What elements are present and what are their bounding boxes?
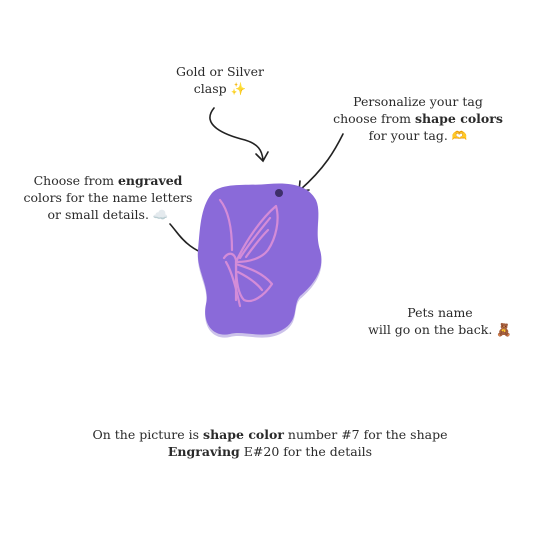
arrow-clasp-head — [255, 151, 269, 163]
shape-line2-bold: shape colors — [414, 111, 503, 126]
bottom-line2-post: E#20 for the details — [239, 444, 373, 459]
bottom-line2: Engraving E#20 for the details — [60, 443, 480, 460]
engraved-line2: colors for the name letters — [23, 190, 193, 205]
bottom-line1-pre: On the picture is — [92, 427, 204, 442]
engraved-line1-bold: engraved — [117, 173, 183, 188]
engraved-line1: Choose from engraved — [18, 172, 198, 189]
pet-tag — [197, 183, 322, 338]
arrow-clasp — [209, 107, 264, 161]
shape-line2: choose from shape colors — [318, 110, 518, 127]
bottom-line2-bold: Engraving — [167, 444, 240, 459]
note-engraved-colors: Choose from engraved colors for the name… — [18, 172, 198, 223]
bottom-line1-bold: shape color — [203, 427, 284, 442]
engraved-line1-text: Choose from — [33, 173, 118, 188]
engraved-line3: or small details. ☁️ — [47, 207, 169, 222]
shape-line2-text: choose from — [333, 111, 415, 126]
note-shape-colors: Personalize your tag choose from shape c… — [318, 93, 518, 144]
shape-line3: for your tag. 🫶 — [368, 128, 468, 143]
note-picture-details: On the picture is shape color number #7 … — [60, 426, 480, 460]
clasp-hole — [275, 189, 283, 197]
pets-line1: Pets name — [407, 305, 473, 320]
tag-shape — [197, 183, 322, 335]
arrow-shape — [299, 133, 344, 191]
clasp-line2: clasp ✨ — [193, 81, 247, 96]
pets-line2: will go on the back. 🧸 — [368, 322, 512, 337]
note-pets-name: Pets name will go on the back. 🧸 — [360, 304, 520, 338]
butterfly-engraving — [218, 198, 279, 308]
shape-line1: Personalize your tag — [353, 94, 483, 109]
bottom-line1-post: number #7 for the shape — [283, 427, 448, 442]
clasp-line1: Gold or Silver — [176, 64, 264, 79]
bottom-line1: On the picture is shape color number #7 … — [60, 426, 480, 443]
note-clasp: Gold or Silver clasp ✨ — [160, 63, 280, 97]
